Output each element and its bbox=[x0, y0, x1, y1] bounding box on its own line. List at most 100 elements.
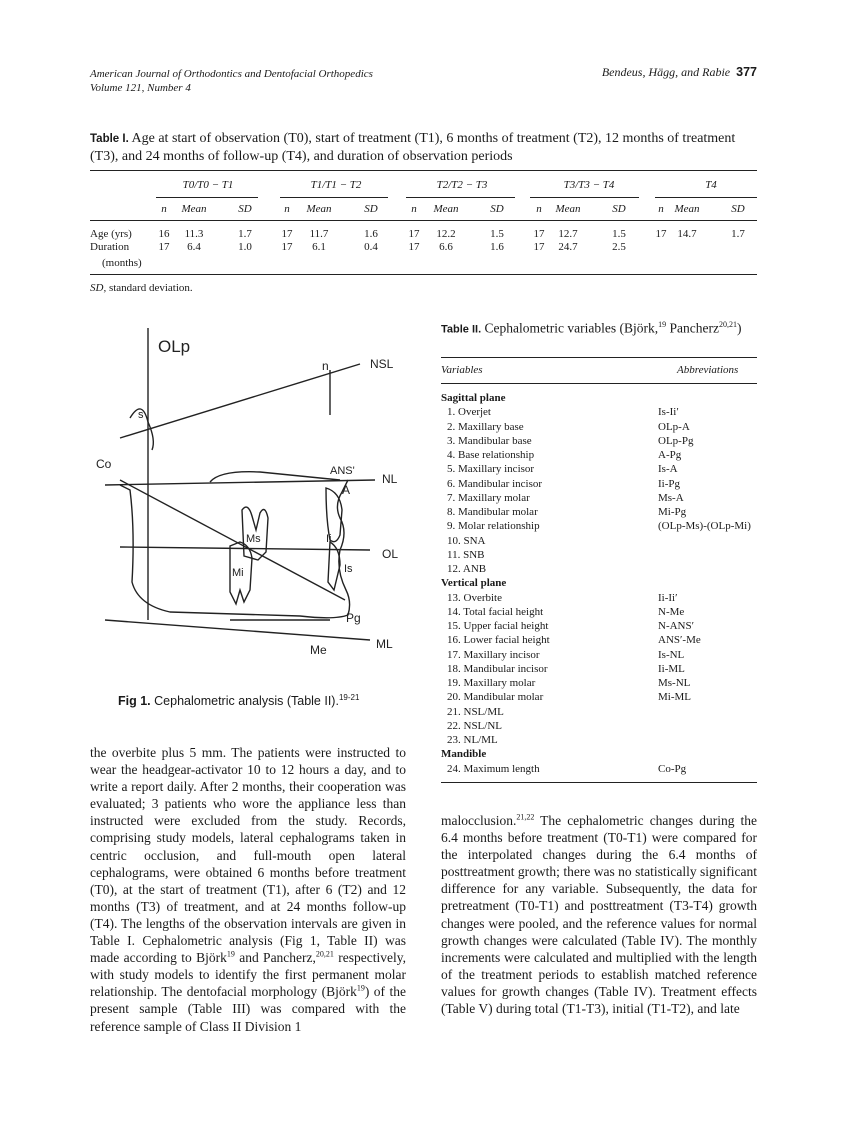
table2-abbreviation: N-Me bbox=[658, 605, 685, 618]
left-ref3: 19 bbox=[356, 983, 365, 993]
authors: Bendeus, Hägg, and Rabie bbox=[601, 65, 731, 79]
table1-cell: 1.6 bbox=[364, 228, 378, 240]
figure1-cephalometric-diagram: OLp NSL n s Co ANS' A NL Ms Ii Is Mi OL … bbox=[90, 320, 410, 670]
table2-variable: 23. NL/ML bbox=[447, 734, 498, 746]
body-left-column: the overbite plus 5 mm. The patients wer… bbox=[90, 744, 406, 1035]
cephalometric-tracing: OLp NSL n s Co ANS' A NL Ms Ii Is Mi OL … bbox=[96, 328, 398, 657]
table1-cell: 16 bbox=[158, 228, 170, 240]
table2-row: 15. Upper facial height N-ANS′ bbox=[441, 619, 757, 633]
table2-row: 10. SNA bbox=[441, 534, 757, 548]
table1-cell: 14.7 bbox=[677, 228, 697, 240]
nsl-line bbox=[119, 363, 361, 439]
table2-variable: Vertical plane bbox=[441, 577, 507, 590]
table2-row: 21. NSL/ML bbox=[441, 705, 757, 719]
table2-variable: 7. Maxillary molar bbox=[447, 491, 530, 504]
figure1-caption-text: Cephalometric analysis (Table II). bbox=[154, 694, 339, 709]
label-me: Me bbox=[310, 643, 327, 657]
table1-cell: 17 bbox=[533, 228, 545, 240]
table2-variable: 5. Maxillary incisor bbox=[447, 463, 535, 476]
table2-bottom-rule bbox=[441, 781, 757, 783]
label-ol: OL bbox=[382, 547, 398, 561]
label-ms: Ms bbox=[246, 533, 261, 545]
table1-cell: 1.7 bbox=[731, 228, 745, 240]
table2-variable: 3. Mandibular base bbox=[447, 434, 532, 447]
table1-cell: 17 bbox=[655, 228, 667, 240]
table1-cell: 11.7 bbox=[309, 228, 329, 240]
left-mid1: and Pancherz, bbox=[234, 950, 316, 966]
table2-abbreviation: Mi-Pg bbox=[658, 506, 687, 518]
table1-cell: 1.6 bbox=[490, 241, 504, 253]
label-nl: NL bbox=[382, 472, 398, 486]
left-ref1: 19 bbox=[226, 949, 235, 959]
label-s: s bbox=[138, 409, 144, 421]
lower-incisor-outline bbox=[327, 540, 341, 592]
table2-row: 12. ANB bbox=[441, 562, 757, 576]
table1-cell: 1.5 bbox=[490, 228, 504, 240]
label-ii: Ii bbox=[326, 533, 332, 545]
table2-abbreviation: OLp-Pg bbox=[658, 434, 694, 447]
table1-subheader: Mean bbox=[181, 203, 207, 215]
table1-subheader: SD bbox=[731, 203, 745, 215]
table2-section-row: Sagittal plane bbox=[441, 391, 757, 405]
table1-subheader: Mean bbox=[674, 203, 700, 215]
table2-caption-c: ) bbox=[736, 320, 742, 336]
lower-molar-outline bbox=[229, 541, 253, 606]
table2-variable: 4. Base relationship bbox=[447, 449, 535, 461]
table1-caption-text: Age at start of observation (T0), start … bbox=[90, 131, 736, 164]
table1-subheader: n bbox=[658, 203, 664, 215]
ol-line bbox=[119, 546, 371, 551]
table1-group-rule bbox=[156, 197, 258, 198]
table1-group-rule bbox=[406, 197, 515, 198]
table2-caption-a: Cephalometric variables (Björk, bbox=[484, 320, 659, 336]
table2-abbreviation: Ii-ML bbox=[658, 662, 685, 675]
page-number: 377 bbox=[736, 65, 757, 79]
body-right-column: malocclusion.21,22 The cephalometric cha… bbox=[441, 812, 757, 1017]
table1-group-rule bbox=[280, 197, 388, 198]
table2-abbreviation: N-ANS′ bbox=[658, 620, 695, 632]
table2-variable: 17. Maxillary incisor bbox=[447, 648, 540, 661]
table1-subheader: n bbox=[161, 203, 167, 215]
table2-variable: 24. Maximum length bbox=[447, 762, 540, 775]
table1-subheader: Mean bbox=[555, 203, 581, 215]
table2-variable: 19. Maxillary molar bbox=[447, 677, 536, 689]
table2-abbreviation: Ms-NL bbox=[658, 677, 691, 689]
label-mi: Mi bbox=[232, 567, 244, 579]
table2-abbreviation: Is-NL bbox=[658, 648, 685, 661]
table1-cell: 17 bbox=[408, 241, 420, 253]
table1-cell: 12.2 bbox=[436, 228, 456, 240]
table2-top-rule bbox=[441, 357, 757, 358]
running-header-journal: American Journal of Orthodontics and Den… bbox=[90, 67, 373, 95]
table2-row: 9. Molar relationship(OLp-Ms)-(OLp-Mi) bbox=[441, 519, 757, 533]
table1-subheader: n bbox=[536, 203, 542, 215]
table2-variable: 15. Upper facial height bbox=[447, 620, 549, 632]
table2-row: 17. Maxillary incisor Is-NL bbox=[441, 648, 757, 662]
palate-outline bbox=[209, 471, 341, 483]
table1-cell: 17 bbox=[158, 241, 170, 253]
label-pg: Pg bbox=[346, 611, 361, 625]
table1-group-header: T1/T1 − T2 bbox=[310, 179, 362, 191]
table1-header-rule bbox=[90, 220, 757, 221]
table1-cell: 6.1 bbox=[312, 241, 326, 253]
label-co: Co bbox=[96, 457, 112, 471]
table2-variable: 13. Overbite bbox=[447, 591, 502, 604]
table2-abbreviation: Co-Pg bbox=[658, 762, 687, 775]
table1-caption: Table I. Age at start of observation (T0… bbox=[90, 130, 760, 165]
table1-row-label: (months) bbox=[102, 257, 142, 269]
diagonal-line bbox=[119, 479, 346, 601]
table2-caption-ref1: 19 bbox=[658, 320, 667, 329]
upper-molar-outline bbox=[241, 506, 269, 561]
table2-row: 24. Maximum length Co-Pg bbox=[441, 762, 757, 776]
table2-abbreviation: Is-A bbox=[658, 463, 678, 476]
table2-section-row: Mandible bbox=[441, 747, 757, 761]
sella-outline bbox=[129, 408, 155, 451]
table2-variable: 2. Maxillary base bbox=[447, 420, 524, 433]
table1-cell: 17 bbox=[281, 228, 293, 240]
table2-row: 3. Mandibular base OLp-Pg bbox=[441, 434, 757, 448]
table1-subheader: Mean bbox=[306, 203, 332, 215]
table2-variable: 8. Mandibular molar bbox=[447, 506, 538, 518]
table1-cell: 1.0 bbox=[238, 241, 252, 253]
